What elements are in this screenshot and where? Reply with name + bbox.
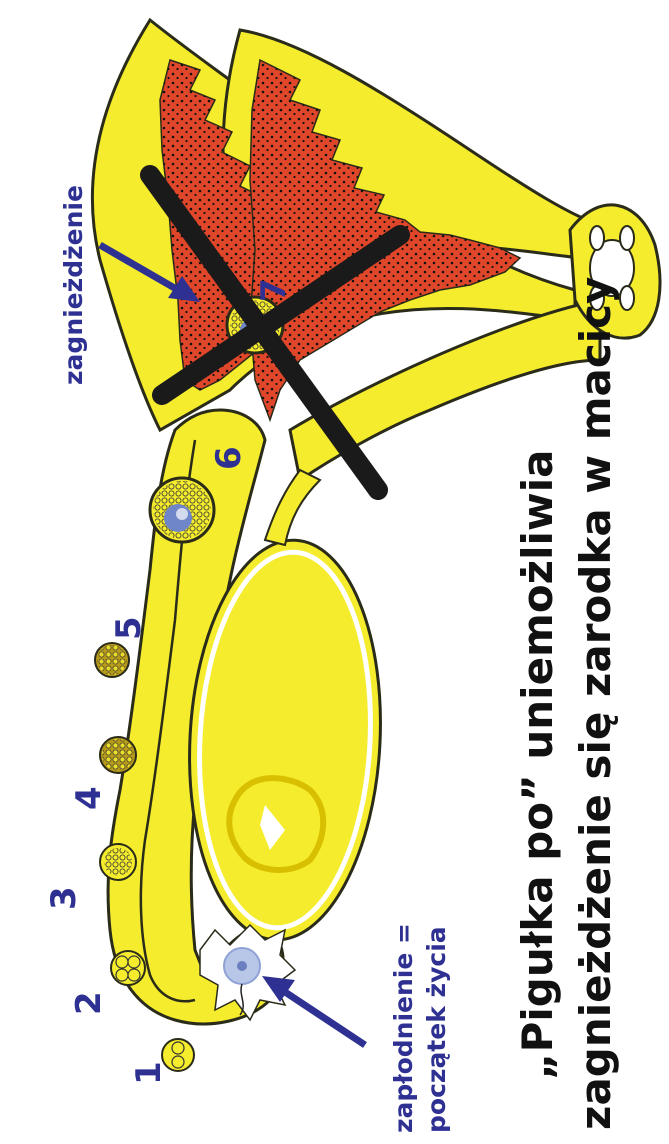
fertilization-arrow — [262, 976, 365, 1045]
os-lobe — [590, 226, 604, 250]
caption-line1: „Pigułka po” uniemożliwia — [513, 450, 562, 1080]
embryo-stage-5 — [95, 643, 129, 677]
egg-nucleus — [237, 961, 247, 971]
stage-number-5: 5 — [109, 616, 149, 640]
fertilization-label-line1: zapłodnienie = — [389, 923, 418, 1133]
caption-line2: zagnieżdżenie się zarodka w macicy — [571, 277, 620, 1130]
embryo-stage-6 — [150, 478, 214, 542]
stage-number-2: 2 — [69, 991, 109, 1015]
embryo-stage-3 — [100, 844, 136, 880]
stage-number-1: 1 — [129, 1061, 169, 1085]
ovarian-ligament — [265, 470, 320, 545]
os-lobe — [620, 226, 634, 250]
fertilization-label-line2: początek życia — [422, 926, 451, 1133]
stage-number-7: 7 — [254, 278, 294, 302]
embryo-stage-4 — [100, 737, 136, 773]
stage-number-4: 4 — [69, 786, 109, 810]
embryo-stage-2 — [111, 951, 145, 985]
stage-number-6: 6 — [209, 446, 249, 470]
stage-number-3: 3 — [44, 886, 84, 910]
os-lobe — [620, 286, 634, 310]
implantation-label: zagnieżdżenie — [59, 185, 88, 385]
